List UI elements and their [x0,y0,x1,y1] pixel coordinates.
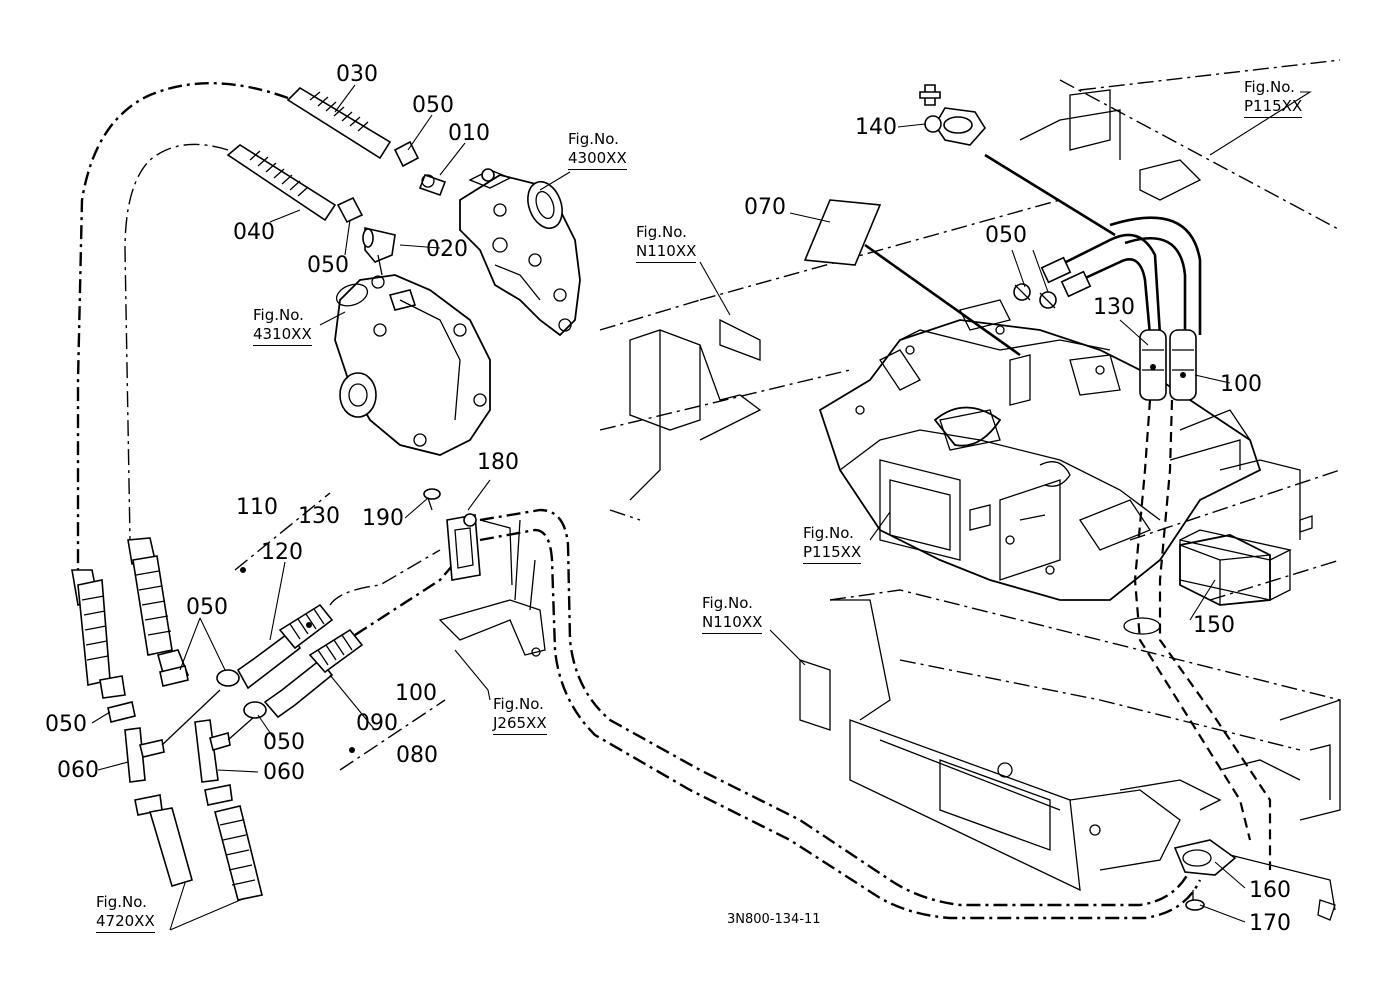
part-label-050f: 050 [263,730,305,755]
fig-ref-4310XX[interactable]: Fig.No. 4310XX [253,306,312,346]
fig-ref-title: Fig.No. [253,306,304,324]
hose-040 [226,144,337,222]
part-label-010: 010 [448,121,490,146]
fig-ref-number: 4720XX [96,912,155,933]
fig-ref-title: Fig.No. [96,893,147,911]
hose-left-a [71,569,126,699]
hose-path-090 [354,544,471,637]
hose-090 [263,628,364,719]
floor-pan [799,589,1341,892]
hose-left-b [127,537,190,681]
hose-clamp-icon [1013,283,1057,309]
part-label-030: 030 [336,62,378,87]
fig-ref-title: Fig.No. [702,594,753,612]
part-label-190: 190 [362,506,404,531]
fig-ref-title: Fig.No. [636,223,687,241]
group-bracket-100-080 [339,699,446,771]
part-label-110: 110 [236,495,278,520]
hose-path-030 [76,82,289,570]
fig-ref-title: Fig.No. [568,130,619,148]
hose-path-120 [329,549,441,606]
part-label-140: 140 [855,115,897,140]
fig-ref-number: N110XX [636,242,697,263]
heater-hose-dashed-a [1133,399,1252,841]
fig-ref-title: Fig.No. [493,695,544,713]
part-label-170: 170 [1249,911,1291,936]
bolt-icon [919,84,986,146]
fig-ref-title: Fig.No. [1244,78,1295,96]
hose-path-long-b [479,528,1202,920]
part-label-150: 150 [1193,613,1235,638]
part-label-020: 020 [426,237,468,262]
part-label-090: 090 [356,711,398,736]
fig-ref-P115XX-b[interactable]: Fig.No. P115XX [803,524,862,564]
part-label-050e: 050 [45,712,87,737]
fig-ref-number: N110XX [702,613,763,634]
pad-070 [803,199,882,266]
clamp-180 [446,513,513,586]
fig-ref-4300XX[interactable]: Fig.No. 4300XX [568,130,627,170]
fig-ref-number: 4300XX [568,149,627,170]
leader-lines [91,84,1312,931]
part-label-060b: 060 [263,760,305,785]
block-150 [1179,534,1271,606]
hose-clamp-icon [216,669,267,719]
fig-ref-title: Fig.No. [803,524,854,542]
hose-lower-b [214,805,263,901]
fig-ref-number: P115XX [803,543,862,564]
hose-120 [236,603,334,690]
fig-ref-4720XX[interactable]: Fig.No. 4720XX [96,893,155,933]
thermostat-housing-icon [459,168,581,337]
part-label-050a: 050 [412,93,454,118]
bolt-icon [1185,890,1205,911]
fitting-010 [418,173,447,197]
fig-ref-number: J265XX [493,714,547,735]
fig-ref-P115XX-a[interactable]: Fig.No. P115XX [1244,78,1303,118]
part-label-070: 070 [744,195,786,220]
hose-path-040 [124,143,229,541]
arrow-070 [864,243,1021,357]
bolt-icon [423,488,441,511]
heater-hose-dashed-b [1158,399,1272,870]
part-label-060a: 060 [57,758,99,783]
hose-030 [286,86,392,160]
heater-unit-icon [818,299,1292,601]
part-label-080: 080 [396,743,438,768]
group-bracket-110-130 [234,492,331,571]
hose-clamp-icon [1139,329,1197,401]
tee-060b [194,709,263,783]
hose-path-long-a [479,508,1192,907]
fig-ref-J265XX[interactable]: Fig.No. J265XX [493,695,547,735]
part-label-130b: 130 [298,504,340,529]
part-label-100a: 100 [1220,372,1262,397]
fig-ref-number: P115XX [1244,97,1303,118]
fitting-020 [362,226,396,276]
hose-lower-a [148,807,193,887]
fig-ref-N110XX-b[interactable]: Fig.No. N110XX [702,594,763,634]
part-label-120: 120 [261,540,303,565]
water-pump-icon [334,274,491,456]
heater-pipes [1040,216,1202,336]
part-label-050d: 050 [186,595,228,620]
tee-060a [124,689,221,783]
part-label-040: 040 [233,220,275,245]
part-label-130a: 130 [1093,295,1135,320]
part-label-050b: 050 [307,253,349,278]
fig-ref-N110XX-a[interactable]: Fig.No. N110XX [636,223,697,263]
part-label-100b: 100 [395,681,437,706]
arrow-140 [984,153,1116,237]
part-label-180: 180 [477,450,519,475]
floor-hole [1123,617,1161,635]
hose-clamp-icon [336,140,420,224]
part-label-160: 160 [1249,878,1291,903]
fig-ref-number: 4310XX [253,325,312,346]
part-label-050c: 050 [985,223,1027,248]
hose-clamp-icon [107,665,233,816]
drawing-code: 3N800-134-11 [727,912,821,927]
